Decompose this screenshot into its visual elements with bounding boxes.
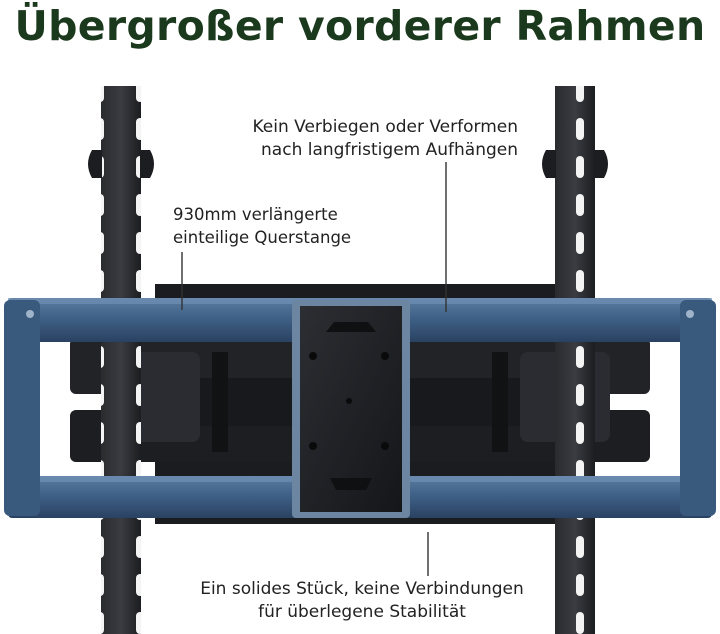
callout-no-bending-line1: Kein Verbiegen oder Verformen xyxy=(252,117,519,137)
callout-solid-piece-line2: für überlegene Stabilität xyxy=(258,602,466,622)
callout-solid-piece: Ein solides Stück, keine Verbindungen fü… xyxy=(176,578,548,624)
callout-crossbar-length-line1: 930mm verlängerte xyxy=(173,205,338,224)
callout-crossbar-length-line2: einteilige Querstange xyxy=(173,228,352,247)
callout-no-bending-line2: nach langfristigem Aufhängen xyxy=(261,140,518,160)
center-mounting-plate xyxy=(292,300,410,518)
right-vertical-rail xyxy=(542,86,608,634)
left-vertical-rail xyxy=(88,86,154,634)
callout-solid-piece-line1: Ein solides Stück, keine Verbindungen xyxy=(200,579,524,599)
crossbar-end-caps xyxy=(4,300,716,516)
page-title: Übergroßer vorderer Rahmen xyxy=(14,2,706,50)
callout-crossbar-length: 930mm verlängerte einteilige Querstange xyxy=(173,203,351,249)
callout-no-bending: Kein Verbiegen oder Verformen nach langf… xyxy=(253,116,519,162)
callout-leader-lines xyxy=(181,162,447,576)
